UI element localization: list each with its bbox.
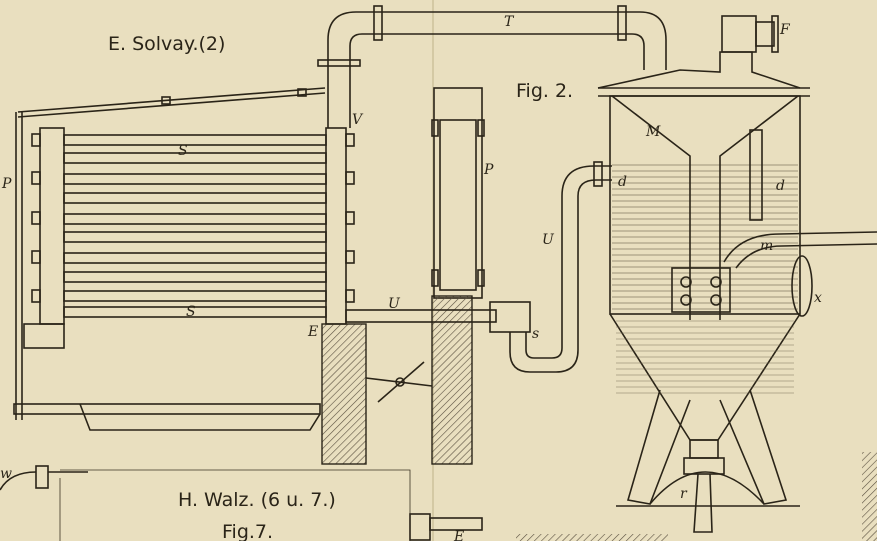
label-T: T [504, 14, 515, 30]
title-solvay: E. Solvay.(2) [108, 33, 225, 55]
label-U-pipe: U [542, 232, 555, 248]
label-S-top: S [178, 143, 188, 159]
label-s: s [532, 326, 539, 342]
label-w: w [0, 466, 12, 482]
liquid-level [612, 160, 798, 312]
exchanger-tubes [63, 134, 327, 318]
label-P-mid: P [483, 162, 494, 178]
title-fig7: Fig.7. [222, 521, 273, 541]
tube-heat-exchanger [13, 87, 367, 465]
title-walz: H. Walz. (6 u. 7.) [178, 489, 336, 511]
label-U-lower: U [388, 296, 401, 312]
label-M: M [645, 124, 661, 140]
support-column-left [321, 323, 367, 465]
pipe-u [345, 161, 612, 373]
label-x: x [814, 290, 822, 306]
label-P-left: P [1, 176, 12, 192]
left-flanges [31, 133, 355, 303]
title-fig2: Fig. 2. [516, 80, 573, 102]
label-F: F [779, 22, 791, 38]
label-m: m [760, 238, 773, 254]
middle-pier [431, 87, 485, 465]
label-E-mid: E [307, 324, 318, 340]
label-E-bottom: E [453, 529, 464, 541]
fig7-fragment [0, 465, 483, 541]
label-V: V [352, 112, 364, 128]
label-d-right: d [776, 178, 785, 194]
wall-block [862, 452, 877, 541]
valve-lever [365, 361, 433, 403]
label-S-bottom: S [186, 304, 196, 320]
pipe-t [317, 5, 667, 128]
label-r: r [680, 486, 688, 502]
label-d-left: d [618, 174, 627, 190]
vessel [597, 15, 877, 533]
